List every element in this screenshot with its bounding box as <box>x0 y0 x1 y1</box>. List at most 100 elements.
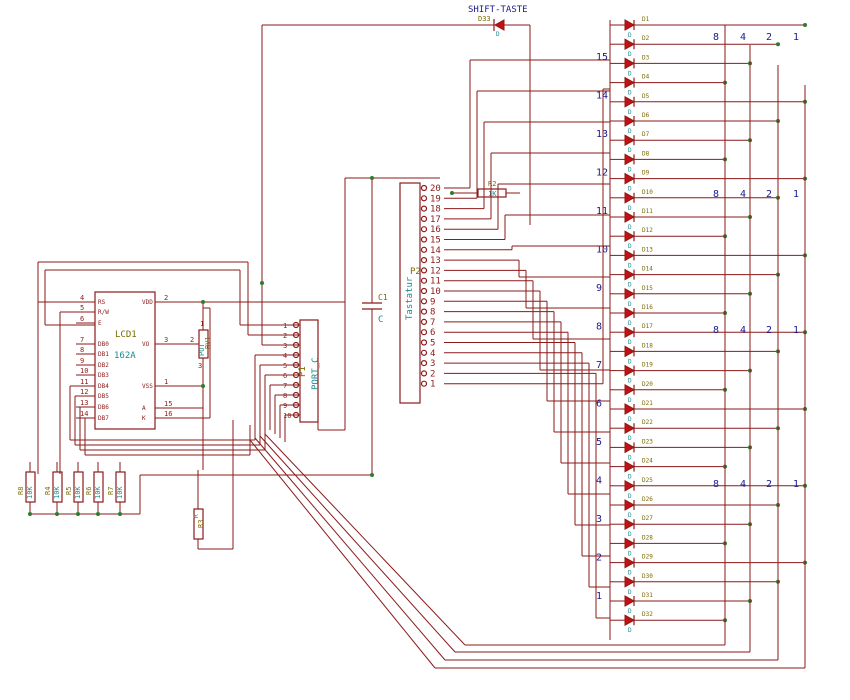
lcd-pin-num: 15 <box>164 400 172 408</box>
lcd-pin-name: RS <box>98 299 106 306</box>
diode-ref: D11 <box>642 208 653 215</box>
key-number-label: 3 <box>596 514 602 525</box>
port-c-pin-num: 3 <box>283 342 287 350</box>
keyboard-pin-num: 3 <box>430 359 435 369</box>
key-number-label: 5 <box>596 437 602 448</box>
port-c-pin-num: 5 <box>283 362 287 370</box>
bit-weight-label: 1 <box>793 325 799 336</box>
diode-ref: D7 <box>642 131 650 138</box>
diode-ref: D9 <box>642 170 650 177</box>
diode-ref: D25 <box>642 477 653 484</box>
keyboard-pin-num: 1 <box>430 380 435 390</box>
diode-ref: D13 <box>642 246 653 253</box>
keyboard-pin-num: 5 <box>430 339 435 349</box>
diode-value: D <box>628 570 632 577</box>
lcd-pin-name: DB1 <box>98 351 109 358</box>
diode-value: D <box>628 186 632 193</box>
lcd-pin-num: 11 <box>80 378 88 386</box>
keyboard-pin-num: 16 <box>430 225 441 235</box>
diode-value: D <box>628 128 632 135</box>
port-c-pin-num: 6 <box>283 372 287 380</box>
diode-ref: D12 <box>642 227 653 234</box>
r3-ref: R3 <box>197 520 205 528</box>
keyboard-ref: P2 <box>410 267 421 277</box>
diode-value: D <box>628 435 632 442</box>
diode-value: D <box>628 243 632 250</box>
diode-value: D <box>628 627 632 634</box>
lcd-pin-num: 10 <box>80 367 88 375</box>
keyboard-pin-num: 6 <box>430 328 435 338</box>
lcd-pin-num: 2 <box>164 294 168 302</box>
resistor-ref: R6 <box>85 487 93 495</box>
diode-ref: D5 <box>642 93 650 100</box>
key-number-label: 9 <box>596 283 602 294</box>
diode-value: D <box>628 589 632 596</box>
diode-ref: D29 <box>642 554 653 561</box>
junctions <box>28 176 454 516</box>
diode-value: D <box>628 550 632 557</box>
key-number-label: 11 <box>596 206 608 217</box>
diode-ref: D19 <box>642 362 653 369</box>
bit-weight-label: 4 <box>740 479 746 490</box>
port-c-pin-num: 9 <box>283 402 287 410</box>
lcd-ref: LCD1 <box>115 330 137 340</box>
bit-weight-label: 2 <box>766 189 772 200</box>
diode-value: D <box>628 339 632 346</box>
diode-ref: D20 <box>642 381 653 388</box>
lcd-pin-num: 3 <box>164 336 168 344</box>
resistor-ref: R4 <box>44 487 52 495</box>
bit-weight-label: 2 <box>766 479 772 490</box>
resistor-value: 10K <box>94 486 102 499</box>
resistor-ref: R7 <box>107 487 115 495</box>
keyboard-pin-num: 13 <box>430 256 441 266</box>
bit-weight-label: 8 <box>713 325 719 336</box>
bit-weight-label: 8 <box>713 479 719 490</box>
resistor-value: 10K <box>116 486 124 499</box>
lcd-pin-name: R/W <box>98 309 109 316</box>
bit-weight-label: 1 <box>793 479 799 490</box>
port-c-pin-num: 8 <box>283 392 287 400</box>
diode-value: D <box>628 224 632 231</box>
resistor-r3: R3 R <box>193 420 234 550</box>
wiring <box>30 25 806 669</box>
bit-weight-label: 1 <box>793 32 799 43</box>
diode-value: D <box>628 70 632 77</box>
keyboard-pin-num: 18 <box>430 205 441 215</box>
diode-value: D <box>628 378 632 385</box>
diode-value: D <box>628 147 632 154</box>
diode-ref: D22 <box>642 419 653 426</box>
diode-ref: D27 <box>642 515 653 522</box>
diode-ref: D3 <box>642 54 650 61</box>
resistor-ref: R5 <box>65 487 73 495</box>
diode-ref: D24 <box>642 458 653 465</box>
port-c-pin-num: 2 <box>283 332 287 340</box>
diode-value: D <box>628 474 632 481</box>
diode-ref: D16 <box>642 304 653 311</box>
bit-weight-label: 4 <box>740 32 746 43</box>
shift-diode-ref: D33 <box>478 15 491 23</box>
diode-value: D <box>628 51 632 58</box>
diode-ref: D31 <box>642 592 653 599</box>
port-c-pin-num: 7 <box>283 382 287 390</box>
keyboard-connector: P2 Tastatur 2019181716151413121110987654… <box>399 182 441 404</box>
diode-value: D <box>628 166 632 173</box>
lcd-pin-num: 13 <box>80 399 88 407</box>
keyboard-pin-num: 17 <box>430 215 441 225</box>
pot-rv1: RV1 POT 1 2 3 <box>182 302 212 386</box>
resistor-ref: R8 <box>17 487 25 495</box>
bit-weight-label: 8 <box>713 32 719 43</box>
diode-value: D <box>628 608 632 615</box>
lcd-pin-name: DB0 <box>98 341 109 348</box>
keyboard-pin-num: 9 <box>430 297 435 307</box>
pot-value: POT <box>198 343 206 356</box>
lcd-pin-num: 14 <box>80 410 88 418</box>
lcd-pin-name: DB4 <box>98 383 109 390</box>
lcd-pin-name: VSS <box>142 383 153 390</box>
bit-weight-label: 2 <box>766 32 772 43</box>
diode-value: D <box>628 262 632 269</box>
shift-diode: SHIFT-TASTE D33 D <box>261 5 531 330</box>
keyboard-pin-num: 12 <box>430 266 441 276</box>
diode-ref: D30 <box>642 573 653 580</box>
port-c-pin-num: 10 <box>283 412 291 420</box>
